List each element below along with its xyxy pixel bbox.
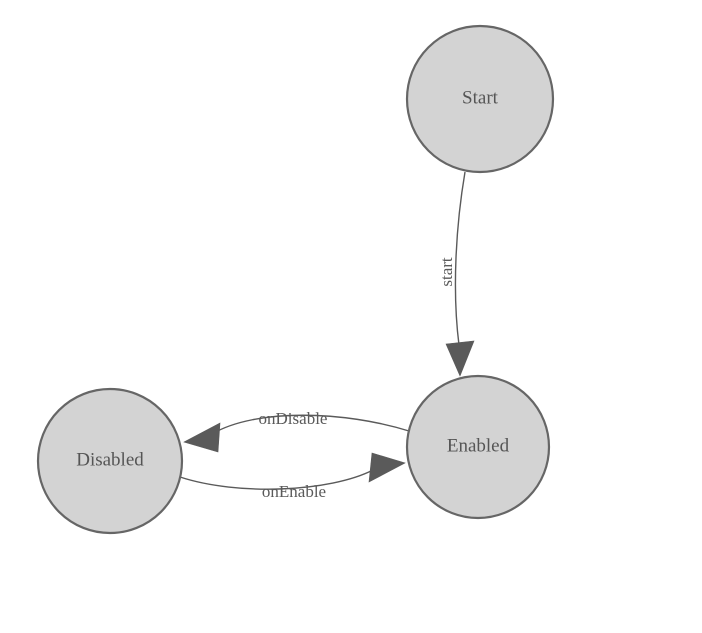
node-start-label: Start [462, 87, 499, 108]
node-enabled-circle [405, 374, 551, 520]
edge-enabled-to-disabled[interactable]: onDisable [183, 409, 410, 453]
arrowhead-into-enabled-left [368, 452, 406, 483]
edge-start-to-enabled-path [454, 171, 466, 346]
node-start-circle [405, 24, 555, 174]
edge-enabled-to-disabled-path [211, 414, 410, 435]
node-enabled[interactable]: Enabled [405, 374, 551, 520]
node-start[interactable]: Start [405, 24, 555, 174]
edge-label-onenable: onEnable [262, 482, 326, 501]
node-enabled-label: Enabled [447, 435, 510, 456]
edge-label-start: start [437, 257, 456, 287]
edge-disabled-to-enabled[interactable]: onEnable [179, 452, 406, 501]
node-disabled-circle [36, 387, 184, 535]
edge-start-to-enabled[interactable]: start [437, 171, 475, 377]
edge-disabled-to-enabled-path [179, 469, 374, 490]
node-disabled[interactable]: Disabled [36, 387, 184, 535]
edge-label-ondisable: onDisable [259, 409, 328, 428]
arrowhead-into-enabled-top [445, 340, 475, 377]
arrowhead-into-disabled [183, 422, 221, 453]
node-disabled-label: Disabled [76, 449, 144, 470]
